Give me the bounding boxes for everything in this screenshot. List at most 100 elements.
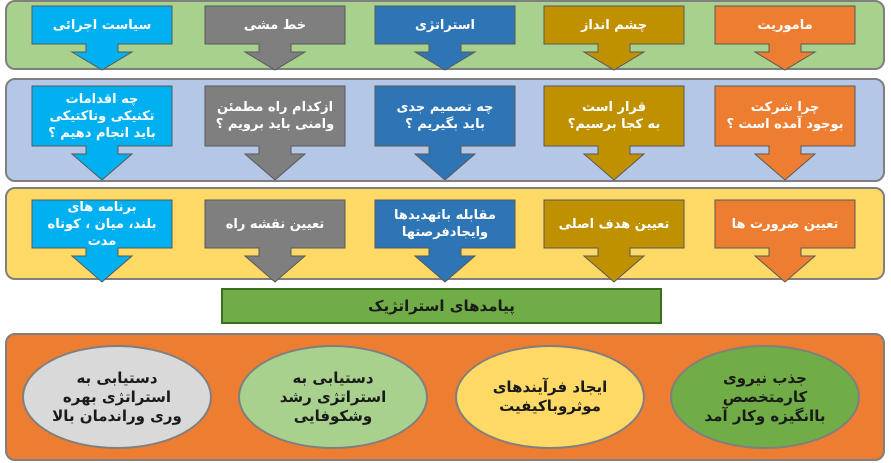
header-arrow-shape-4 — [31, 5, 173, 71]
question-line-3-0: ازکدام راه مطمئن — [216, 100, 334, 115]
outcome-line-0-2: باانگیزه وکار آمد — [704, 406, 826, 425]
question-line-0-0: چرا شرکت — [750, 100, 820, 115]
action-text-2: مقابله باتهدیدها وایجادفرصتها — [394, 207, 496, 241]
question-arrow-0 — [714, 85, 856, 181]
header-text-0: ماموریت — [757, 17, 812, 34]
action-label-0: تعیین ضرورت ها — [715, 200, 855, 248]
question-text-0: چرا شرکت بوجود آمده است ؟ — [726, 99, 843, 133]
strategic-outcomes-bar: پیامدهای استراتژیک — [221, 288, 662, 324]
action-line-0-0: تعیین ضرورت ها — [731, 216, 839, 232]
header-text-4: سیاست اجرائی — [53, 17, 151, 34]
question-line-2-0: چه تصمیم جدی — [396, 100, 494, 115]
question-arrow-3 — [204, 85, 346, 181]
action-label-1: تعیین هدف اصلی — [544, 200, 684, 248]
question-line-1-0: قرار است — [581, 100, 647, 115]
action-line-2-0: مقابله باتهدیدها — [394, 208, 496, 223]
question-arrow-shape-2 — [374, 85, 516, 181]
question-line-4-2: باید انجام دهیم ؟ — [48, 125, 156, 141]
header-arrow-shape-1 — [543, 5, 685, 71]
action-arrow-1 — [543, 199, 685, 283]
question-arrow-shape-3 — [204, 85, 346, 181]
header-label-2: استراتژی — [375, 6, 515, 44]
action-text-3: تعیین نقشه راه — [226, 216, 325, 233]
action-arrow-shape-3 — [204, 199, 346, 283]
header-arrow-shape-0 — [714, 5, 856, 71]
question-label-1: قرار است به کجا برسیم؟ — [544, 86, 684, 146]
action-arrow-4 — [31, 199, 173, 283]
action-text-0: تعیین ضرورت ها — [732, 216, 839, 233]
outcome-line-2-0: دستیابی به — [292, 368, 374, 387]
question-line-1-1: به کجا برسیم؟ — [567, 117, 661, 132]
header-line-3-0: خط مشی — [243, 17, 307, 33]
action-line-3-0: تعیین نقشه راه — [225, 216, 325, 232]
header-arrow-0 — [714, 5, 856, 71]
header-label-3: خط مشی — [205, 6, 345, 44]
question-label-3: ازکدام راه مطمئن وامنی باید برویم ؟ — [205, 86, 345, 146]
header-arrow-1 — [543, 5, 685, 71]
header-arrow-shape-2 — [374, 5, 516, 71]
header-label-1: چشم انداز — [544, 6, 684, 44]
action-line-1-0: تعیین هدف اصلی — [558, 216, 670, 232]
action-line-2-1: وایجادفرصتها — [401, 225, 489, 240]
question-arrow-4 — [31, 85, 173, 181]
question-arrow-2 — [374, 85, 516, 181]
action-arrow-shape-4 — [31, 199, 173, 283]
action-arrow-0 — [714, 199, 856, 283]
header-line-4-0: سیاست اجرائی — [52, 17, 152, 33]
action-label-3: تعیین نقشه راه — [205, 200, 345, 248]
header-label-0: ماموریت — [715, 6, 855, 44]
outcome-line-3-0: دستیابی به — [76, 368, 158, 387]
action-arrow-2 — [374, 199, 516, 283]
question-line-4-1: تکنیکی وتاکتیکی — [49, 108, 155, 124]
question-arrow-shape-0 — [714, 85, 856, 181]
action-label-2: مقابله باتهدیدها وایجادفرصتها — [375, 200, 515, 248]
header-arrow-4 — [31, 5, 173, 71]
outcome-line-1-0: ایجاد فرآیندهای — [492, 378, 608, 396]
header-text-1: چشم انداز — [581, 17, 647, 34]
outcome-line-0-1: کارمتخصص — [722, 387, 808, 406]
header-line-2-0: استراتژی — [415, 17, 475, 33]
question-line-0-1: بوجود آمده است ؟ — [726, 117, 844, 132]
action-line-4-1: بلند، میان ، کوتاه مدت — [47, 216, 157, 249]
question-line-2-1: باید بگیریم ؟ — [405, 117, 485, 132]
header-label-4: سیاست اجرائی — [32, 6, 172, 44]
question-arrow-shape-1 — [543, 85, 685, 181]
action-arrow-shape-2 — [374, 199, 516, 283]
outcome-line-2-1: استراتژی رشد — [279, 387, 387, 406]
outcome-line-2-2: وشکوفایی — [293, 406, 373, 425]
outcome-line-3-2: وری وراندمان بالا — [52, 406, 182, 425]
header-text-2: استراتژی — [415, 17, 475, 34]
question-label-0: چرا شرکت بوجود آمده است ؟ — [715, 86, 855, 146]
question-arrow-shape-4 — [31, 85, 173, 181]
header-arrow-2 — [374, 5, 516, 71]
question-line-4-0: چه اقدامات — [65, 91, 139, 107]
header-text-3: خط مشی — [244, 17, 306, 34]
header-line-1-0: چشم انداز — [580, 17, 648, 33]
question-arrow-1 — [543, 85, 685, 181]
question-label-2: چه تصمیم جدی باید بگیریم ؟ — [375, 86, 515, 146]
question-text-3: ازکدام راه مطمئن وامنی باید برویم ؟ — [216, 99, 334, 133]
outcome-line-1-1: موثروباکیفیت — [499, 397, 601, 415]
question-line-3-1: وامنی باید برویم ؟ — [215, 117, 335, 132]
question-text-2: چه تصمیم جدی باید بگیریم ؟ — [397, 99, 494, 133]
action-arrow-shape-0 — [714, 199, 856, 283]
header-line-0-0: ماموریت — [757, 17, 813, 33]
outcome-line-3-1: استراتژی بهره — [62, 387, 172, 406]
header-arrow-3 — [204, 5, 346, 71]
action-arrow-shape-1 — [543, 199, 685, 283]
header-arrow-shape-3 — [204, 5, 346, 71]
action-arrow-3 — [204, 199, 346, 283]
action-line-4-0: برنامه های — [67, 199, 137, 215]
outcome-line-0-0: جذب نیروی — [723, 368, 807, 387]
action-text-1: تعیین هدف اصلی — [559, 216, 670, 233]
question-text-1: قرار است به کجا برسیم؟ — [568, 99, 660, 133]
